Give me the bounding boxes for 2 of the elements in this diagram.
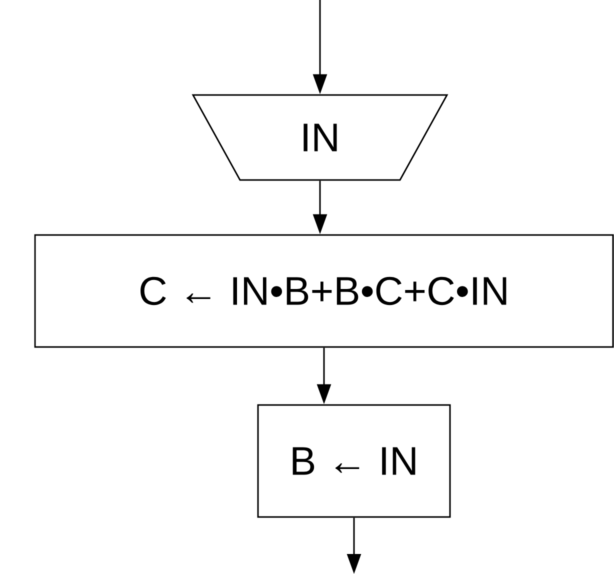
process-box: C ← IN•B+B•C+C•IN: [34, 234, 614, 348]
process-box: B ← IN: [257, 404, 451, 518]
